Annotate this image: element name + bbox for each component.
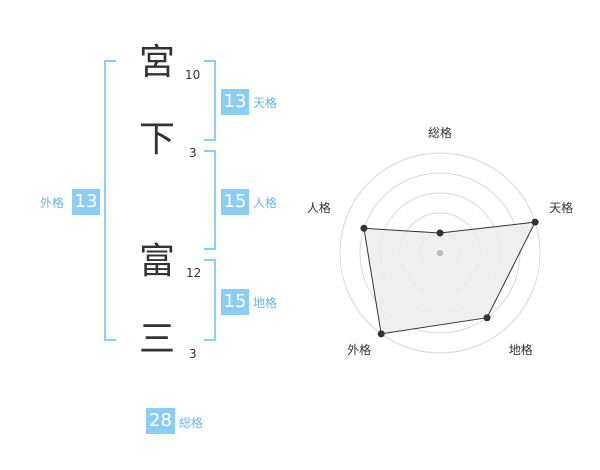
soukaku-badge: 28 (146, 408, 175, 434)
radar-point-4 (377, 330, 385, 338)
jinkaku-bracket (204, 150, 216, 250)
radar-axis-label-1: 総格 (428, 125, 452, 140)
radar-axis-label-2: 天格 (549, 200, 573, 215)
tenkaku-label: 天格 (253, 96, 278, 110)
tenkaku-bracket (204, 60, 216, 141)
jinkaku-label: 人格 (253, 196, 278, 210)
radar-point-1 (436, 229, 444, 237)
stroke-count-1: 10 (185, 68, 201, 82)
radar-axis-label-4: 外格 (347, 342, 371, 357)
name-char-3: 富 (138, 241, 175, 282)
chikaku-label: 地格 (253, 296, 278, 310)
radar-grid-ring-5 (339, 152, 541, 354)
stroke-count-3: 12 (186, 266, 202, 280)
name-char-4: 三 (138, 319, 175, 360)
radar-point-5 (360, 224, 368, 232)
radar-point-3 (483, 314, 491, 322)
gaikaku-bracket (104, 60, 116, 341)
chikaku-bracket (204, 259, 216, 341)
tenkaku-badge: 13 (221, 89, 249, 115)
soukaku-label: 総格 (179, 416, 204, 430)
radar-axis-label-3: 地格 (509, 342, 533, 357)
stroke-count-2: 3 (189, 146, 197, 160)
name-char-1: 宮 (138, 42, 175, 83)
chikaku-badge: 15 (221, 289, 249, 315)
radar-center-dot (437, 250, 443, 256)
gaikaku-badge: 13 (72, 189, 100, 215)
radar-point-2 (531, 218, 539, 226)
radar-axis-label-5: 人格 (307, 200, 331, 215)
radar-data-polygon (363, 221, 536, 335)
jinkaku-badge: 15 (221, 189, 249, 215)
stroke-count-4: 3 (189, 347, 197, 361)
gaikaku-label: 外格 (40, 196, 65, 210)
name-char-2: 下 (138, 119, 175, 160)
